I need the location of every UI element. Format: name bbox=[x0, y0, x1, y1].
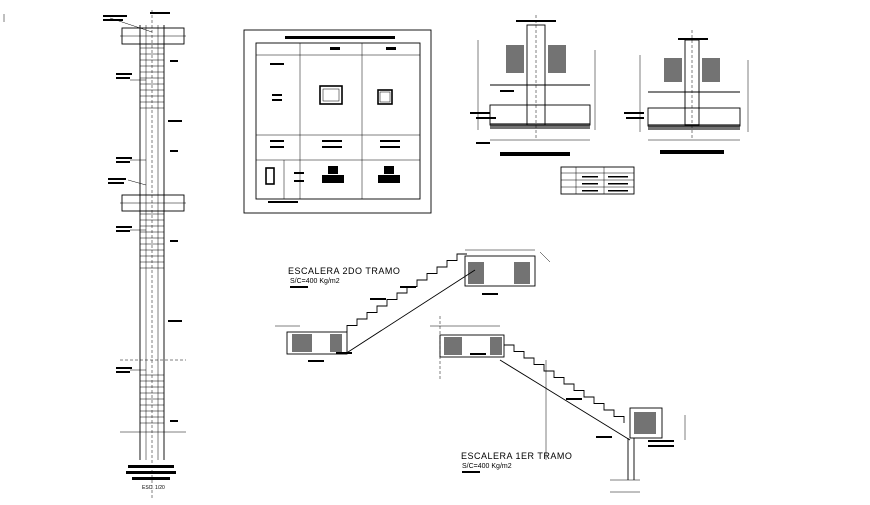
stair-lower-steps bbox=[504, 344, 625, 423]
reinforcement-table bbox=[560, 166, 635, 195]
footing-detail-1 bbox=[470, 15, 596, 156]
stair-upper-flight: ESCALERA 2DO TRAMO S/C=400 Kg/m2 bbox=[275, 249, 551, 362]
stirrups-low bbox=[140, 374, 164, 424]
stair-upper-load: S/C=400 Kg/m2 bbox=[290, 278, 340, 285]
stair-upper-steps bbox=[346, 253, 467, 332]
stair-lower-load: S/C=400 Kg/m2 bbox=[462, 463, 512, 470]
stirrups-top bbox=[140, 47, 164, 109]
column-schedule bbox=[243, 29, 432, 214]
column-scale-label: ESC. 1/20 bbox=[142, 485, 165, 491]
stair-lower-flight: ESCALERA 1ER TRAMO S/C=400 Kg/m2 bbox=[430, 316, 686, 493]
column-elevation-detail: ESC. 1/20 bbox=[3, 10, 186, 500]
stirrups-mid bbox=[140, 213, 164, 269]
stair-lower-title: ESCALERA 1ER TRAMO bbox=[461, 451, 572, 461]
footing-detail-2 bbox=[624, 30, 749, 154]
stair-upper-title: ESCALERA 2DO TRAMO bbox=[288, 266, 400, 276]
